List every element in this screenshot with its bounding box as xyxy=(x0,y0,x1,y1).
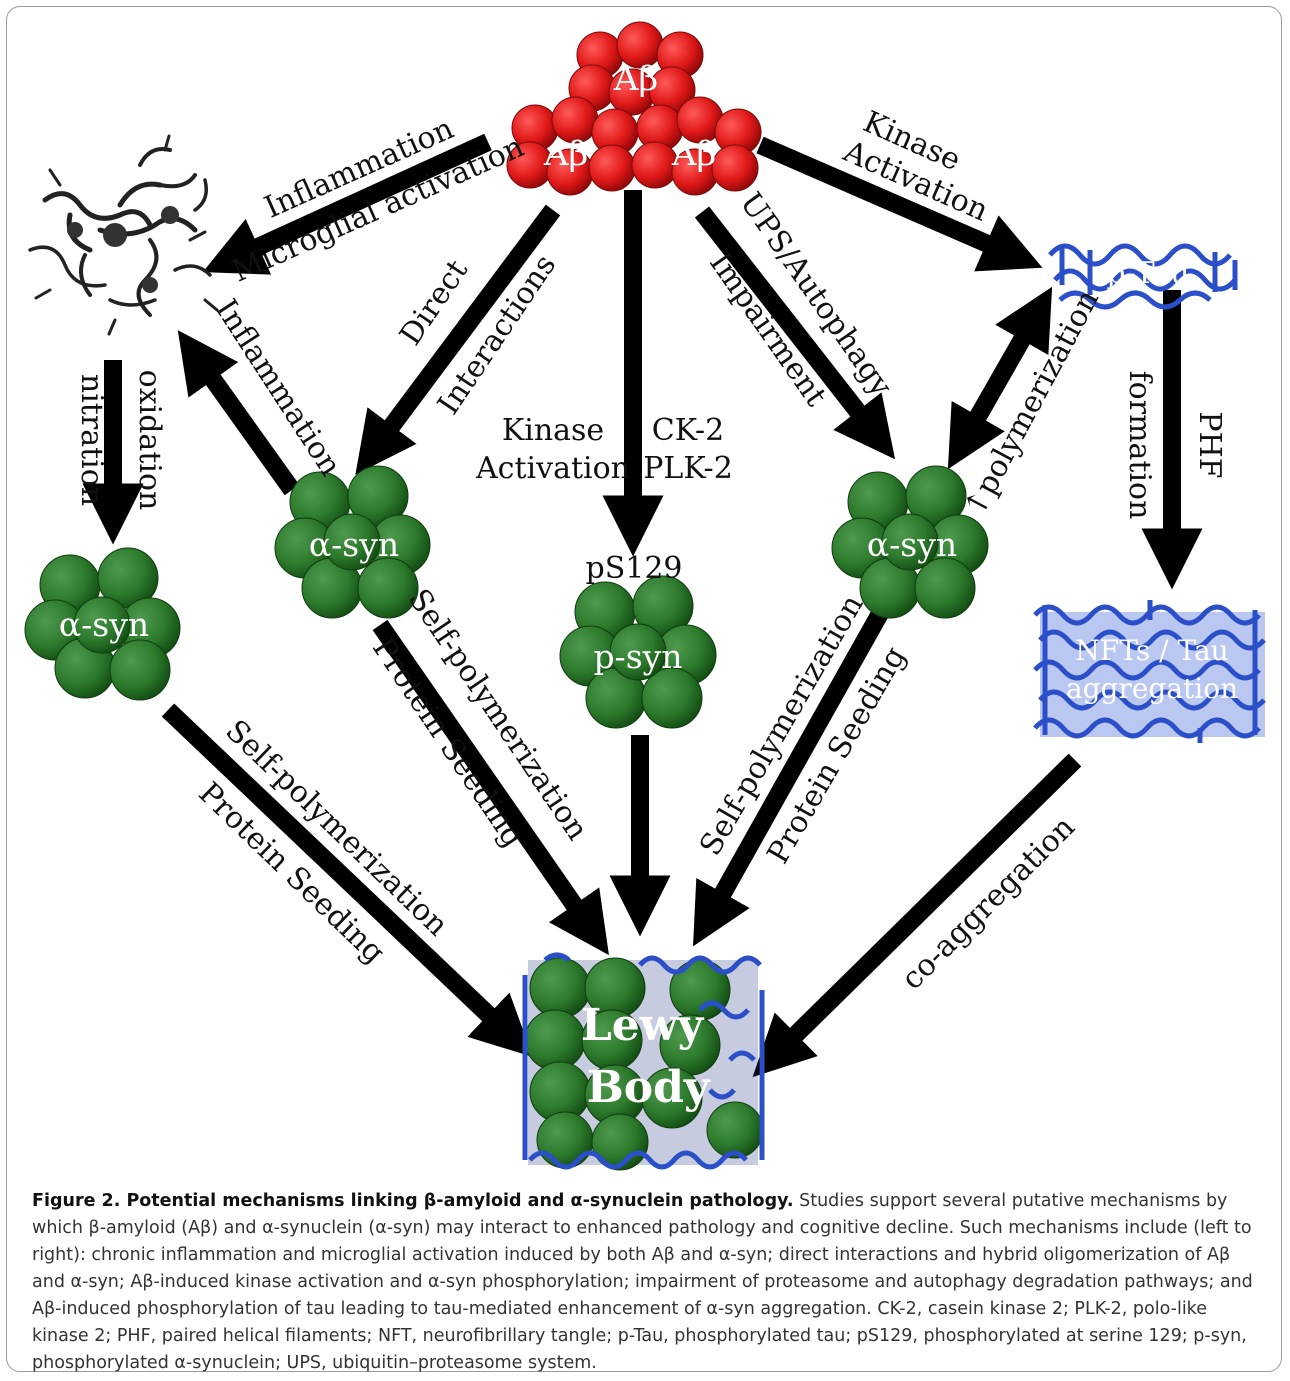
asyn-mid-label: α-syn xyxy=(309,525,399,564)
label-oxidation: oxidation xyxy=(132,370,167,511)
ab-top-label: Aβ xyxy=(613,59,658,99)
psyn-tag: pS129 xyxy=(585,551,682,586)
amyloid-cluster-right: Aβ xyxy=(631,96,762,196)
amyloid-cluster-left: Aβ xyxy=(506,96,639,196)
label-phf: PHF xyxy=(1192,411,1227,478)
arrow-ab-to-ptau xyxy=(756,136,1043,272)
nft-tangle: NFTs / Tau aggregation xyxy=(1033,600,1266,743)
ptau-label: p-Tau xyxy=(1106,256,1189,291)
lewy-label-2: Body xyxy=(587,1062,711,1113)
arrow-ab-to-asyn-mid xyxy=(355,204,561,475)
arrow-nft-to-lewy xyxy=(752,753,1082,1078)
ptau-tangle: p-Tau xyxy=(1048,243,1238,310)
ab-left-label: Aβ xyxy=(543,134,588,174)
nft-label-1: NFTs / Tau xyxy=(1075,634,1228,667)
psyn-label: p-syn xyxy=(593,637,682,676)
label-ck2: CK-2 xyxy=(652,413,724,448)
microglia-icon xyxy=(28,134,219,336)
label-plk2: PLK-2 xyxy=(643,451,733,486)
psyn-cluster: p-syn xyxy=(559,575,717,729)
asyn-left-label: α-syn xyxy=(59,605,149,644)
label-nitration: nitration xyxy=(74,374,109,506)
caption-body: Studies support several putative mechani… xyxy=(32,1191,1253,1373)
asyn-cluster-right: α-syn xyxy=(831,465,989,619)
arrow-asyn-left-to-lewy xyxy=(161,703,533,1057)
asyn-cluster-left: α-syn xyxy=(24,547,181,701)
arrow-ptau-asyn-bidirectional xyxy=(947,286,1053,470)
caption-title: Figure 2. Potential mechanisms linking β… xyxy=(32,1191,794,1211)
figure-caption: Figure 2. Potential mechanisms linking β… xyxy=(32,1188,1260,1377)
ab-right-label: Aβ xyxy=(671,134,716,174)
asyn-cluster-mid: α-syn xyxy=(274,465,431,619)
arrow-asyn-mid-to-lewy xyxy=(372,619,609,956)
asyn-right-label: α-syn xyxy=(867,525,957,564)
amyloid-cluster-top: Aβ xyxy=(568,21,704,116)
arrow-asyn-right-to-lewy xyxy=(693,605,890,947)
label-kinase-mid: Kinase xyxy=(502,413,604,448)
lewy-label-1: Lewy xyxy=(581,1000,705,1051)
label-formation: formation xyxy=(1122,371,1157,520)
arrow-asyn-mid-to-microglia xyxy=(177,330,300,496)
lewy-body: Lewy Body xyxy=(522,952,765,1171)
arrow-ab-to-asyn-right xyxy=(694,206,896,460)
nft-label-2: aggregation xyxy=(1066,672,1238,705)
arrow-ab-to-microglia xyxy=(202,133,492,275)
label-activation-mid: Activation xyxy=(475,451,630,486)
